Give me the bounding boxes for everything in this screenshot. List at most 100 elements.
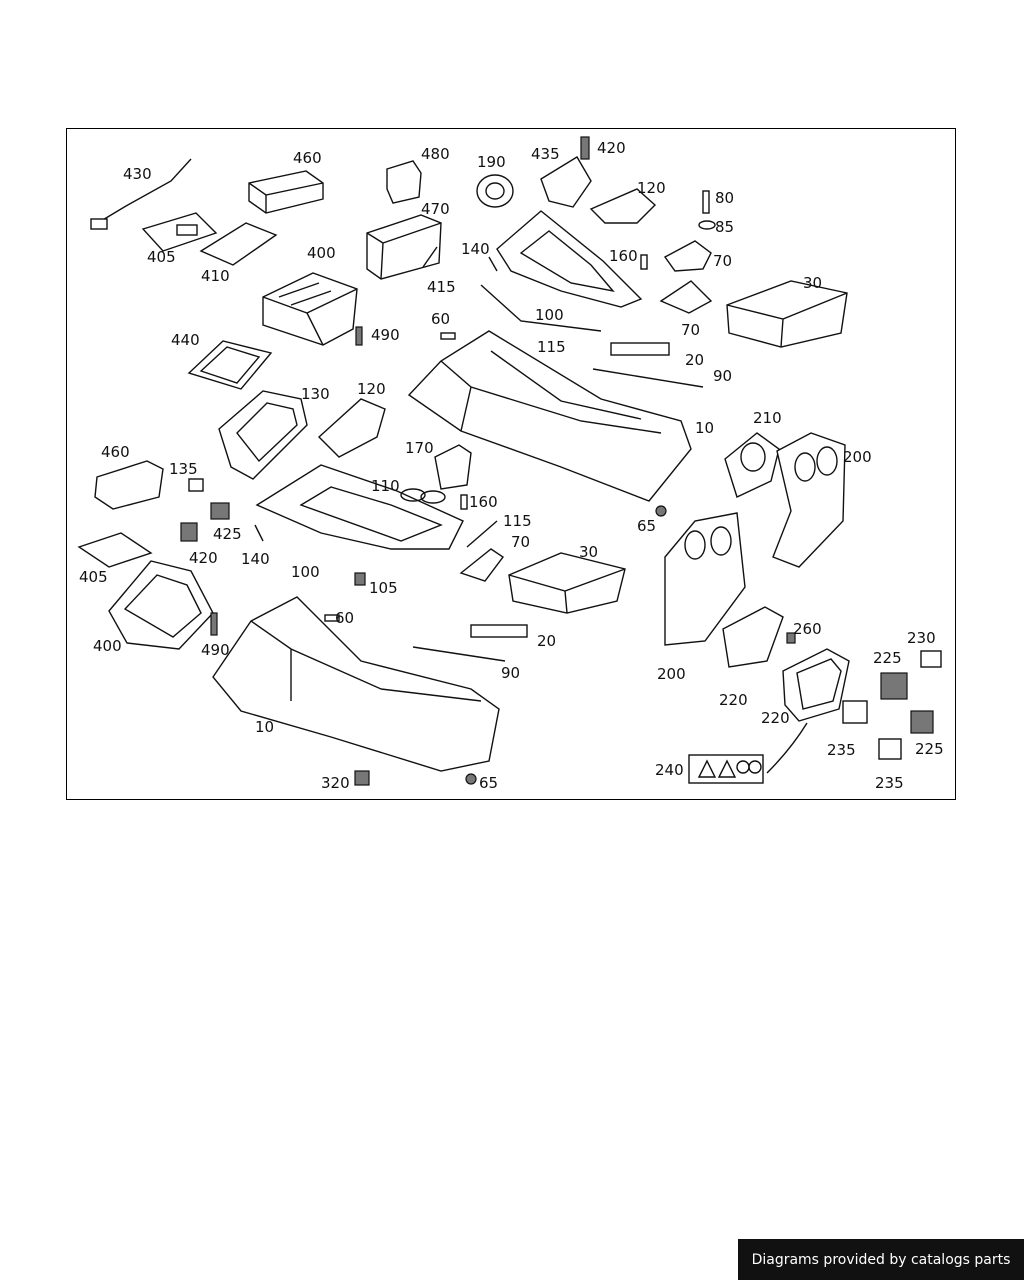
- part-pin-140-lower: [254, 524, 264, 542]
- part-spring-415: [422, 246, 438, 268]
- part-tray-120-left: [317, 398, 386, 458]
- callout-120-upper: 120: [637, 179, 666, 197]
- callout-225-lower: 225: [915, 740, 944, 758]
- part-mat-405-pad: [176, 224, 198, 236]
- callout-20-upper: 20: [685, 351, 704, 369]
- part-knob-190: [476, 174, 514, 208]
- part-rod-90-lower: [412, 646, 506, 662]
- callout-400-lower: 400: [93, 637, 122, 655]
- callout-460-lower: 460: [101, 443, 130, 461]
- callout-120-lower: 120: [357, 380, 386, 398]
- part-clip-105: [354, 572, 366, 586]
- callout-200-right: 200: [843, 448, 872, 466]
- part-ring-110: [400, 488, 426, 502]
- callout-440: 440: [171, 331, 200, 349]
- part-bezel-130: [218, 390, 308, 480]
- callout-30-upper: 30: [803, 274, 822, 292]
- callout-105: 105: [369, 579, 398, 597]
- part-box-220-left: [722, 606, 784, 668]
- callout-30-lower: 30: [579, 543, 598, 561]
- callout-420-upper: 420: [597, 139, 626, 157]
- part-panel-200-right: [772, 432, 846, 568]
- part-bracket-480: [386, 160, 422, 204]
- callout-110: 110: [371, 477, 400, 495]
- part-screw-160-upper: [640, 254, 648, 270]
- callout-405-upper: 405: [147, 248, 176, 266]
- callout-60-lower: 60: [335, 609, 354, 627]
- callout-410: 410: [201, 267, 230, 285]
- part-warning-label-240: [688, 754, 764, 784]
- part-cable-115-lower: [466, 520, 498, 548]
- callout-90-lower: 90: [501, 664, 520, 682]
- callout-220-left: 220: [719, 691, 748, 709]
- part-bezel-440: [187, 340, 273, 390]
- callout-60-upper: 60: [431, 310, 450, 328]
- part-switch-225-b: [910, 710, 934, 734]
- callout-405-lower: 405: [79, 568, 108, 586]
- callout-225-upper: 225: [873, 649, 902, 667]
- part-box-460-lower: [94, 460, 164, 510]
- part-mat-405-lower: [77, 532, 153, 568]
- part-trim-100-lower: [255, 464, 464, 550]
- part-rod-90-upper: [592, 368, 704, 388]
- part-module-400-top: [262, 272, 358, 346]
- part-console-10-lower: [212, 596, 500, 772]
- callout-430: 430: [123, 165, 152, 183]
- callout-115-lower: 115: [503, 512, 532, 530]
- callout-160-upper: 160: [609, 247, 638, 265]
- callout-10-lower: 10: [255, 718, 274, 736]
- callout-70-lower: 70: [511, 533, 530, 551]
- callout-210: 210: [753, 409, 782, 427]
- part-module-400-lower: [108, 560, 214, 650]
- part-cover-435: [540, 156, 592, 208]
- part-hinge-20-lower: [470, 624, 528, 638]
- callout-170: 170: [405, 439, 434, 457]
- footer-credit-text: Diagrams provided by catalogs parts: [751, 1251, 1011, 1268]
- callout-200-left: 200: [657, 665, 686, 683]
- part-connector-320: [354, 770, 370, 786]
- part-screw-60-lower: [324, 614, 340, 622]
- callout-420-lower: 420: [189, 549, 218, 567]
- callout-140-upper: 140: [461, 240, 490, 258]
- part-cable-430: [90, 158, 192, 230]
- part-bolt-490-lower: [210, 612, 218, 636]
- callout-65-upper: 65: [637, 517, 656, 535]
- callout-160-lower: 160: [469, 493, 498, 511]
- part-panel-200-left: [664, 512, 746, 646]
- callout-130: 130: [301, 385, 330, 403]
- callout-100-lower: 100: [291, 563, 320, 581]
- part-cap-85: [698, 220, 716, 230]
- callout-235-lower: 235: [875, 774, 904, 792]
- footer-credit-banner: Diagrams provided by catalogs parts: [738, 1239, 1024, 1280]
- callout-460-upper: 460: [293, 149, 322, 167]
- part-tray-410: [199, 222, 278, 266]
- callout-140-lower: 140: [241, 550, 270, 568]
- callout-260: 260: [793, 620, 822, 638]
- part-switch-235-b: [878, 738, 902, 760]
- part-switch-425: [210, 502, 230, 520]
- callout-490-upper: 490: [371, 326, 400, 344]
- part-switch-420-lower: [180, 522, 198, 542]
- callout-100-upper: 100: [535, 306, 564, 324]
- part-module-460: [248, 170, 324, 214]
- part-bracket-170: [434, 444, 472, 490]
- part-bolt-490: [355, 326, 363, 346]
- part-screw-60-upper: [440, 332, 456, 340]
- part-armrest-30-lower: [508, 552, 626, 614]
- callout-20-lower: 20: [537, 632, 556, 650]
- callout-190: 190: [477, 153, 506, 171]
- callout-490-lower: 490: [201, 641, 230, 659]
- callout-80: 80: [715, 189, 734, 207]
- part-clip-420: [580, 136, 590, 160]
- part-nut-65-upper: [655, 505, 667, 517]
- part-bolt-80: [702, 190, 710, 214]
- callout-415: 415: [427, 278, 456, 296]
- part-vent-210: [724, 432, 780, 498]
- callout-240: 240: [655, 761, 684, 779]
- part-screw-160-lower: [460, 494, 468, 510]
- part-box-220-right: [782, 648, 850, 722]
- callout-470: 470: [421, 200, 450, 218]
- part-pin-140-upper: [488, 256, 498, 272]
- part-armrest-30-upper: [726, 280, 848, 348]
- part-hinge-20-upper: [610, 342, 670, 356]
